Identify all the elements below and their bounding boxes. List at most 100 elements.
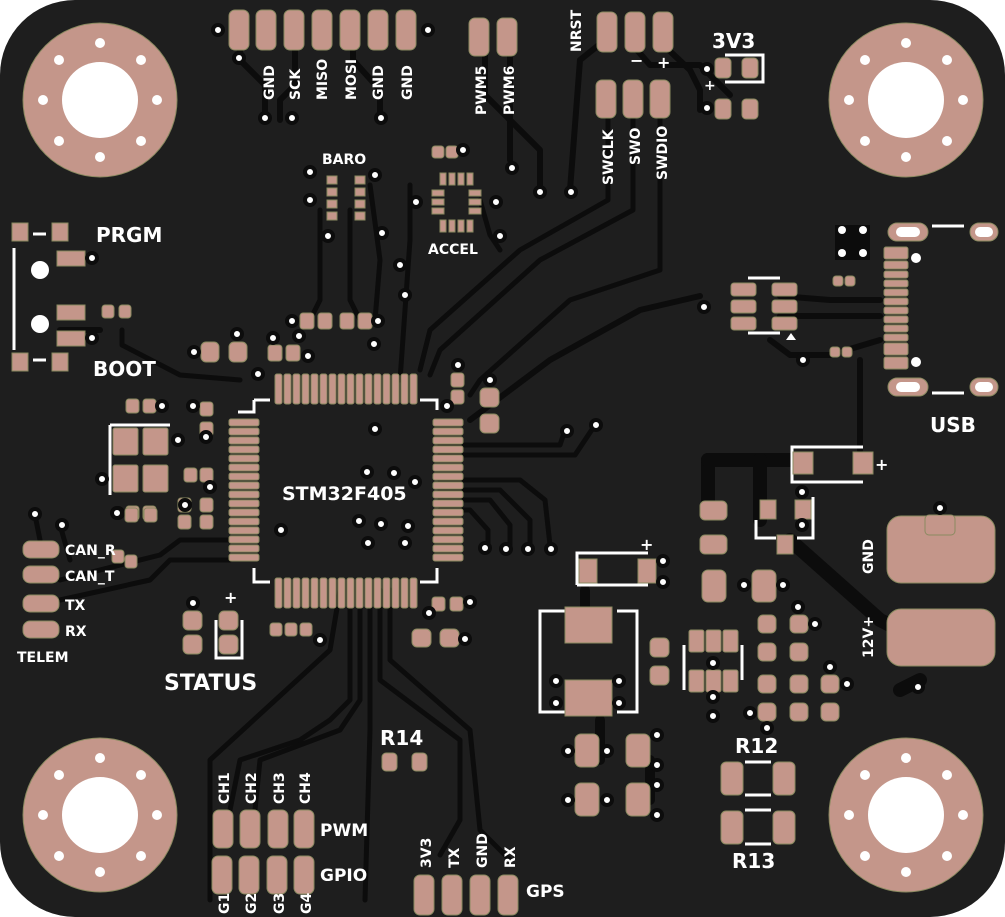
mcu-pin (228, 526, 260, 535)
mounting-hole-top-right (828, 22, 984, 178)
swclk-label: SWCLK (601, 128, 617, 185)
plus-label: + (875, 455, 888, 474)
pwm5-label: PWM5 (474, 66, 490, 115)
mcu-pin (432, 517, 464, 526)
prgm-label: PRGM (96, 223, 162, 247)
mcu-pin (432, 454, 464, 463)
swo-label: SWO (628, 127, 644, 165)
telem-label: TELEM (17, 650, 69, 666)
mcu-pin (432, 418, 464, 427)
mcu-pin (432, 436, 464, 445)
led-3v3: 3V3 + (700, 29, 765, 120)
plus-label: + (640, 535, 653, 554)
accel-label: ACCEL (428, 242, 478, 258)
mcu-pin (228, 418, 260, 427)
mcu-pin (400, 373, 409, 405)
gps-pin-label: GND (475, 833, 491, 868)
regulator-area: + (538, 535, 854, 822)
mounting-hole-bottom-right (828, 737, 984, 893)
mcu-pin (228, 517, 260, 526)
mcu-pin (432, 427, 464, 436)
mcu-pin (228, 490, 260, 499)
telem-pin-label: CAN_T (65, 569, 115, 585)
pwm56-header (468, 17, 578, 199)
telem-pin-label: CAN_R (65, 543, 116, 559)
status-plus-label: + (224, 588, 237, 607)
gpio-channel-label: G1 (217, 893, 233, 914)
mcu-pin (228, 427, 260, 436)
mcu-pin (228, 553, 260, 562)
mcu-pin (364, 373, 373, 405)
usb-connector: USB (829, 222, 999, 437)
boot-switch: PRGM BOOT (11, 222, 162, 381)
pwm6-label: PWM6 (502, 66, 518, 115)
mcu-pin (432, 463, 464, 472)
mcu-pin (292, 373, 301, 405)
pwm-gpio-headers (211, 809, 315, 895)
mcu-pin (328, 577, 337, 609)
mcu-pin (301, 577, 310, 609)
mcu-label: STM32F405 (282, 483, 407, 505)
mcu-pin (364, 577, 373, 609)
mcu-pin (346, 577, 355, 609)
telem-pin-label: TX (65, 598, 86, 614)
spi-pin-label: GND (400, 65, 416, 100)
mcu-pin (283, 577, 292, 609)
mcu-pin (432, 445, 464, 454)
plus-label: + (704, 78, 716, 94)
baro-sensor: BARO (303, 152, 389, 243)
mcu-pin (228, 481, 260, 490)
mcu-pin (274, 577, 283, 609)
minus-label: − (630, 51, 643, 70)
gps-label: GPS (526, 882, 565, 902)
gps-pin-label: TX (447, 847, 463, 868)
gpio-channel-label: G2 (244, 893, 260, 914)
mcu-pin (337, 577, 346, 609)
mcu-pin (432, 535, 464, 544)
mcu-pin (228, 445, 260, 454)
mcu-pin (228, 454, 260, 463)
mcu-pin (432, 553, 464, 562)
mcu-stm32f405: STM32F405 (228, 373, 464, 609)
mcu-pin (292, 577, 301, 609)
status-led: + STATUS (164, 588, 327, 696)
pwm-channel-label: CH2 (244, 772, 260, 804)
gps-pin-label: RX (503, 846, 519, 868)
mcu-pin (432, 481, 464, 490)
mcu-pin (382, 373, 391, 405)
nrst-label: NRST (569, 9, 585, 52)
swdio-label: SWDIO (655, 126, 671, 180)
pwm-channel-label: CH3 (272, 772, 288, 804)
mcu-pin (409, 577, 418, 609)
swd-header (595, 79, 671, 119)
r12-label: R12 (735, 734, 778, 758)
passives-right (411, 358, 603, 648)
mcu-pin (432, 544, 464, 553)
gps-header (413, 874, 519, 916)
mcu-pin (373, 577, 382, 609)
mcu-pin (228, 508, 260, 517)
mcu-pin (310, 577, 319, 609)
power-section: + GND 12V+ (699, 445, 996, 694)
usb-esd-chip (697, 276, 810, 367)
accel-sensor: ACCEL (409, 143, 507, 258)
baro-label: BARO (322, 152, 366, 168)
mcu-pin (328, 373, 337, 405)
spi-pin-label: MISO (315, 59, 331, 100)
mcu-pin (391, 577, 400, 609)
mcu-pin (355, 373, 364, 405)
spi-pin-label: GND (262, 65, 278, 100)
mcu-pin (301, 373, 310, 405)
mcu-pin (432, 490, 464, 499)
mcu-pin (432, 526, 464, 535)
mcu-pin (400, 577, 409, 609)
mcu-pin (373, 373, 382, 405)
spi-pin-label: MOSI (344, 59, 360, 100)
mcu-pin (228, 463, 260, 472)
gpio-label: GPIO (320, 866, 367, 886)
mcu-pin (310, 373, 319, 405)
mcu-pin (319, 577, 328, 609)
12v-label: 12V+ (861, 616, 877, 658)
